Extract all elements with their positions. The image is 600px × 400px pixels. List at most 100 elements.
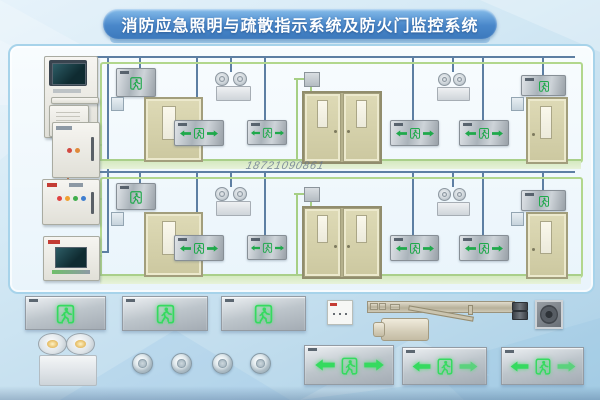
exit-man-icon: [129, 75, 143, 91]
exit-man-icon: [155, 301, 176, 326]
indicator-green: [73, 196, 78, 201]
closer-body: [381, 318, 429, 341]
brand-chip: [178, 123, 187, 126]
arrow-right-icon: [207, 130, 218, 137]
brand-chip: [225, 299, 234, 302]
distribution-box: [42, 179, 100, 225]
exit-man-icon: [538, 194, 550, 208]
wire: [97, 251, 109, 253]
wire: [542, 173, 544, 190]
brand-chip: [178, 238, 187, 241]
brand-chip: [525, 193, 534, 196]
ceiling-downlight: [233, 187, 247, 201]
door-knob: [532, 248, 535, 251]
emergency-light-box: [437, 202, 470, 216]
wire: [296, 194, 298, 275]
exit-man-icon: [193, 241, 205, 255]
single-fire-door: [144, 97, 203, 162]
double-arrow-exit-sign: [390, 235, 439, 261]
wire: [264, 173, 266, 235]
exit-man-icon: [409, 126, 421, 140]
exit-man-icon: [193, 126, 205, 140]
double-fire-door: [302, 206, 382, 279]
double-arrow-exit-sign: [304, 345, 394, 385]
door-leaf: [343, 93, 380, 162]
emergency-lamp-head: [38, 333, 67, 355]
single-fire-door: [526, 97, 568, 164]
door-knob: [334, 245, 337, 248]
ceiling-downlight: [453, 73, 466, 86]
closer-endcap: [373, 322, 385, 337]
exit-man-icon: [55, 301, 76, 326]
brand-chip: [406, 350, 415, 353]
button-dot: [333, 313, 335, 315]
arrow-left-icon: [396, 245, 407, 252]
ceiling-downlight: [438, 188, 451, 201]
button-dot: [339, 313, 341, 315]
handle-slot: [91, 192, 94, 214]
wire: [412, 58, 414, 120]
arrow-left-icon: [465, 245, 476, 252]
arrow-left-icon: [315, 359, 335, 371]
arrow-left-icon: [180, 245, 191, 252]
release-button-panel: [327, 300, 353, 325]
brand-label: [330, 303, 337, 306]
brand-chip: [463, 123, 472, 126]
door-leaf: [343, 208, 380, 277]
brand-chip: [394, 123, 403, 126]
exit-man-icon: [262, 241, 273, 254]
emergency-light-box: [216, 201, 251, 216]
vent-grille: [56, 112, 80, 125]
brand-chip: [29, 299, 38, 302]
arrow-right-icon: [492, 130, 503, 137]
arrow-right-icon: [557, 361, 576, 372]
wire: [107, 57, 109, 253]
ceiling-downlight: [215, 72, 229, 86]
closer-fitting: [370, 303, 378, 310]
lcd-display: [55, 247, 87, 268]
exit-man-icon: [478, 241, 490, 255]
handle-slot: [91, 137, 94, 161]
exhaust-fan: [535, 300, 563, 329]
wire: [139, 58, 141, 70]
exit-man-icon: [262, 126, 273, 139]
door-leaf: [304, 208, 341, 277]
hanging-exit-sign: [521, 75, 566, 96]
arrow-right-icon: [275, 130, 284, 136]
ceiling-downlight: [453, 188, 466, 201]
power-control-cabinet: [52, 122, 100, 178]
monitor-screen: [52, 63, 86, 85]
brand-chip: [126, 299, 135, 302]
brand-chip: [120, 71, 129, 74]
double-arrow-exit-sign: [247, 120, 287, 145]
arrow-right-icon: [423, 245, 434, 252]
wire: [452, 58, 454, 72]
downlight: [212, 353, 233, 374]
wire: [93, 171, 575, 173]
brand-chip: [394, 238, 403, 241]
red-button: [75, 148, 80, 153]
emergency-light-body: [39, 355, 97, 386]
door-release-module: [304, 187, 320, 202]
ceiling-downlight: [215, 187, 229, 201]
emergency-lamp-head: [66, 333, 95, 355]
door-window: [540, 221, 552, 254]
arrow-right-icon: [207, 245, 218, 252]
exit-man-icon: [409, 241, 421, 255]
closer-fitting: [379, 303, 386, 310]
brand-chip: [251, 123, 260, 126]
button-dot: [345, 313, 347, 315]
hanging-exit-sign: [116, 68, 156, 97]
wall-release-module: [111, 212, 124, 226]
exit-man-icon: [253, 301, 274, 326]
hanging-exit-sign: [521, 190, 566, 211]
double-arrow-exit-sign: [459, 235, 509, 261]
door-knob: [334, 130, 337, 133]
double-arrow-exit-sign: [390, 120, 439, 146]
wire: [196, 173, 198, 235]
emergency-light-box: [216, 86, 251, 101]
arrow-left-icon: [396, 130, 407, 137]
hanging-exit-sign: [116, 183, 156, 210]
wire: [294, 193, 305, 195]
